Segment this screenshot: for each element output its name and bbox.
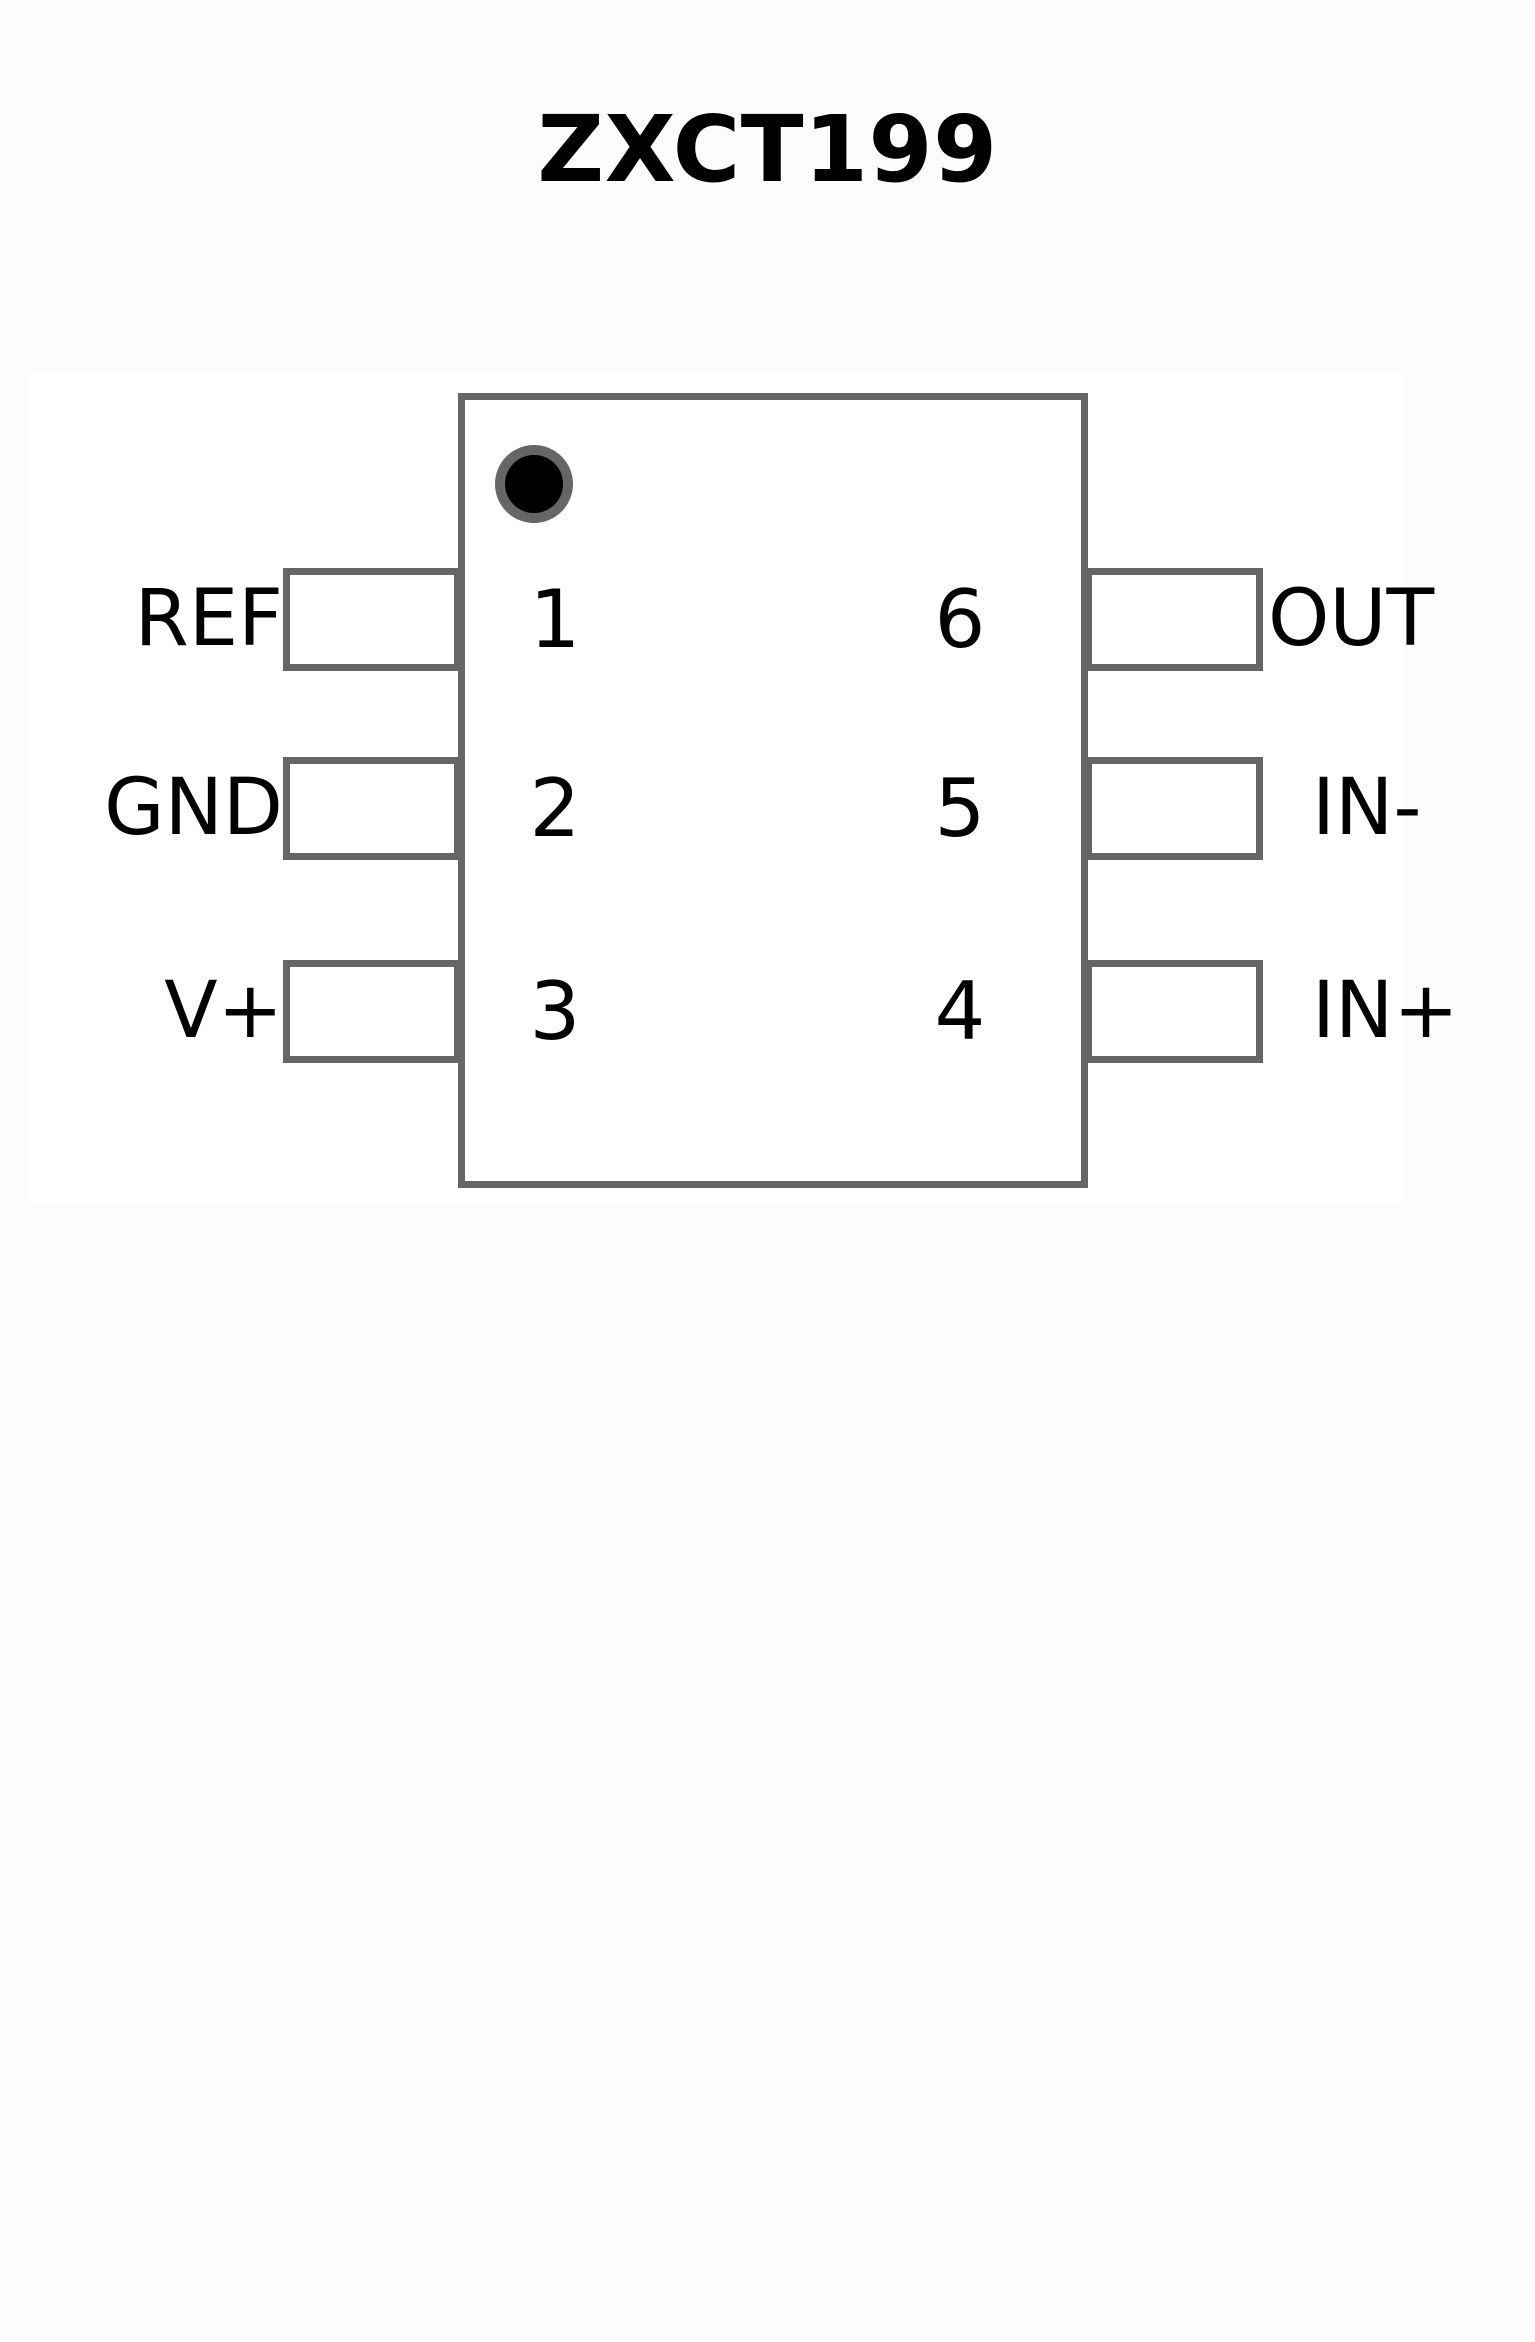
page-title: ZXCT199: [537, 96, 998, 203]
pin-number-2: 2: [529, 762, 581, 855]
pin-lead-5: [1085, 757, 1263, 860]
pin-label-out: OUT: [1268, 574, 1435, 664]
pin-label-ref: REF: [134, 574, 283, 664]
pin-lead-6: [1085, 568, 1263, 671]
chip-body: [458, 393, 1088, 1188]
pin-label-in-minus: IN-: [1312, 763, 1422, 853]
pin-number-4: 4: [934, 965, 986, 1058]
pin1-marker-dot: [495, 445, 573, 523]
pin-lead-2: [283, 757, 461, 860]
pin-number-3: 3: [529, 965, 581, 1058]
pin-number-6: 6: [934, 573, 986, 666]
pin-lead-1: [283, 568, 461, 671]
pin-number-5: 5: [934, 762, 986, 855]
pin-label-in-plus: IN+: [1312, 966, 1459, 1056]
pin-label-gnd: GND: [104, 763, 283, 853]
pin-lead-3: [283, 960, 461, 1063]
pin-label-vplus: V+: [164, 966, 283, 1056]
pin-lead-4: [1085, 960, 1263, 1063]
pin-number-1: 1: [529, 573, 581, 666]
